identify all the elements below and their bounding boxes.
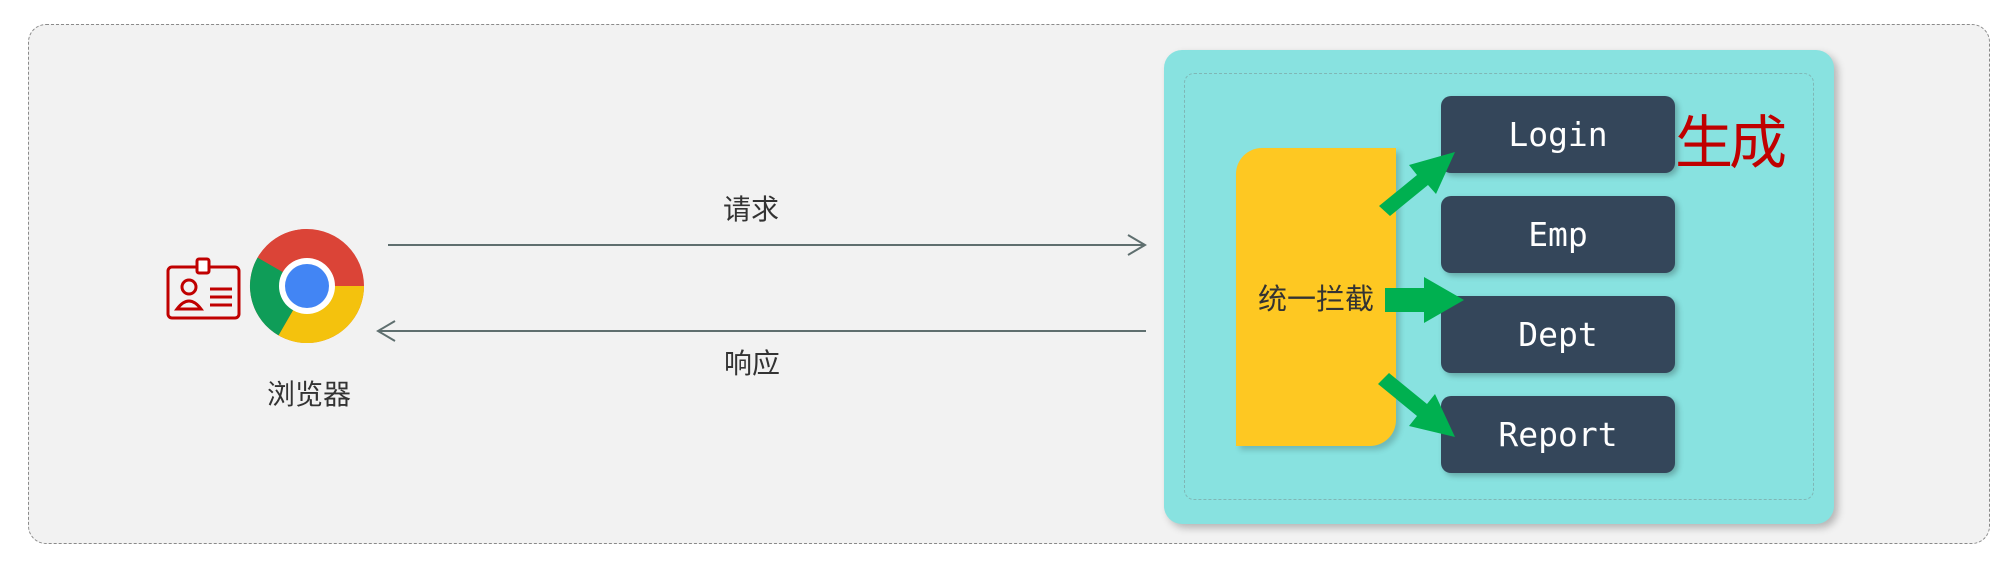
response-arrow xyxy=(376,320,1146,342)
request-arrow xyxy=(388,234,1147,256)
response-label: 响应 xyxy=(724,347,781,380)
module-emp: Emp xyxy=(1441,196,1675,273)
request-label: 请求 xyxy=(723,193,780,226)
module-report: Report xyxy=(1441,396,1675,473)
interceptor-block: 统一拦截 xyxy=(1236,148,1396,446)
arrow-to-dept xyxy=(1385,277,1464,323)
module-report-label: Report xyxy=(1498,415,1618,454)
module-dept-label: Dept xyxy=(1518,315,1598,354)
module-login-label: Login xyxy=(1508,115,1608,154)
server-inner-boundary xyxy=(1184,73,1814,500)
module-login: Login xyxy=(1441,96,1675,173)
chrome-icon xyxy=(249,228,364,344)
id-card-icon xyxy=(166,257,241,320)
arrow-to-login xyxy=(1379,152,1455,216)
module-emp-label: Emp xyxy=(1528,215,1588,254)
module-dept: Dept xyxy=(1441,296,1675,373)
browser-label: 浏览器 xyxy=(267,378,352,411)
interceptor-label: 统一拦截 xyxy=(1257,282,1374,316)
arrow-to-report xyxy=(1378,373,1455,437)
stamp-overlay: 生成 xyxy=(1675,109,1787,177)
